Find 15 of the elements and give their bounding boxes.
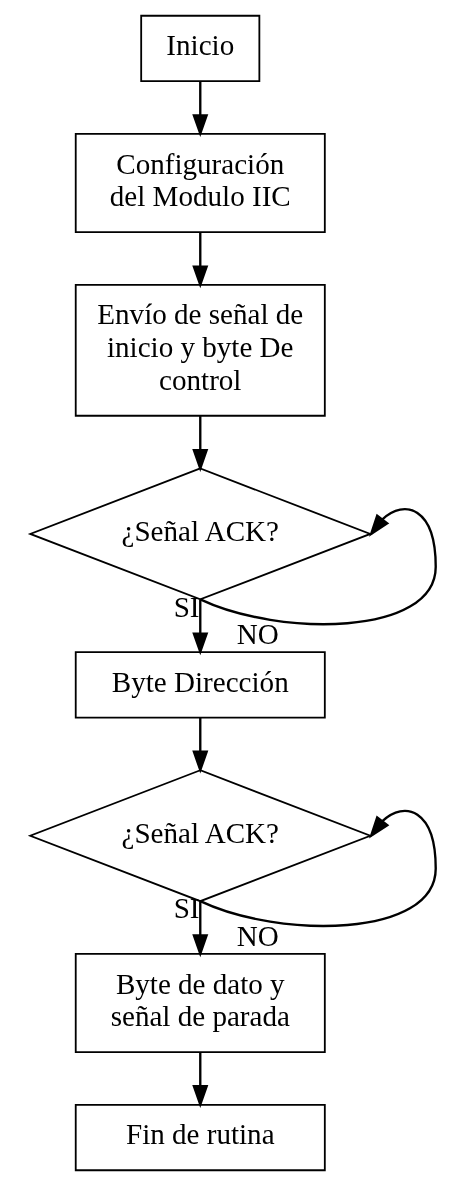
arrow <box>192 599 209 656</box>
edge-label: NO <box>236 618 279 651</box>
arrow <box>192 717 209 774</box>
node-box: Fin de rutina <box>74 1103 326 1172</box>
node-box: Configuración del Modulo IIC <box>74 133 326 233</box>
edge-label: NO <box>236 920 279 953</box>
arrow <box>192 1052 209 1108</box>
arrow <box>192 81 209 138</box>
node-box: Byte de dato y señal de parada <box>74 953 326 1053</box>
arrow <box>192 901 209 958</box>
node-box: Inicio <box>140 14 261 83</box>
arrow <box>192 232 209 289</box>
node-box: Byte Dirección <box>74 651 326 719</box>
node-box: Envío de señal de inicio y byte De control <box>74 283 326 417</box>
arrow <box>192 416 209 472</box>
